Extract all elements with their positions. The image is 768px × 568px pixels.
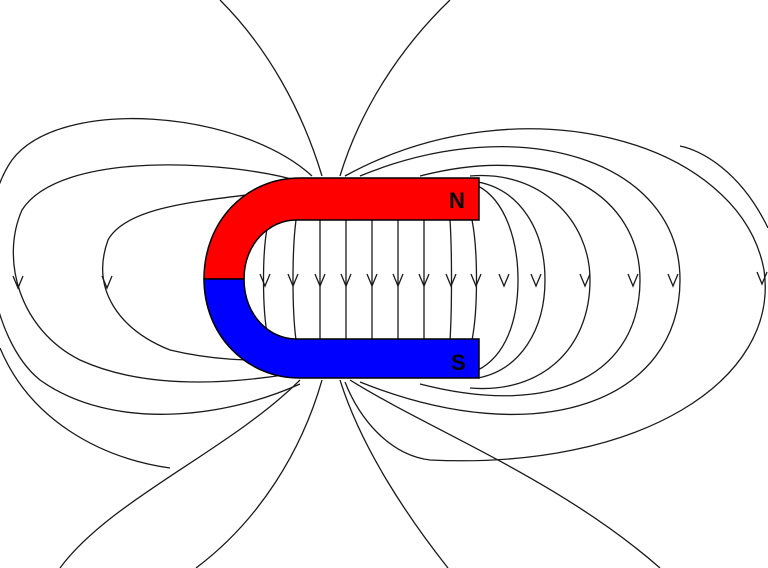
arrow-right-2 [530, 273, 542, 288]
field-line-top-right [339, 0, 451, 177]
arrow-right-5 [667, 273, 679, 288]
arrow-inner-2 [287, 273, 299, 288]
left-field-loops [0, 118, 313, 469]
arrow-inner-9 [470, 273, 482, 288]
left-loop-large [0, 118, 313, 415]
arrow-left-inner [101, 275, 113, 290]
north-label: N [449, 188, 465, 213]
field-line-lower-left-diagonal [59, 379, 301, 568]
field-line-bottom-left [195, 379, 323, 568]
right-loop-6 [344, 128, 766, 462]
south-pole-arm [203, 278, 480, 379]
right-loop-1 [477, 185, 519, 371]
field-arrows [12, 271, 768, 290]
right-edge-arc [679, 145, 768, 229]
field-line-bottom-right [339, 379, 449, 568]
left-edge-arc [0, 347, 171, 469]
right-loop-2 [477, 181, 546, 379]
inner-line-9 [471, 219, 478, 341]
inner-line-2 [292, 219, 297, 341]
north-pole-arm [203, 177, 480, 280]
inner-line-8 [449, 219, 453, 341]
right-loop-3 [469, 174, 591, 390]
field-line-top-left [219, 0, 323, 177]
arrow-inner-6 [392, 273, 404, 288]
arrow-inner-1 [259, 273, 271, 288]
left-loop-small [102, 187, 297, 361]
arrow-right-1 [498, 273, 510, 288]
horseshoe-magnet: N S [203, 177, 480, 379]
right-loop-5 [359, 146, 681, 416]
right-loop-4 [419, 164, 641, 397]
arrow-inner-4 [340, 273, 352, 288]
field-line-lower-right-diagonal [349, 379, 661, 568]
right-field-loops [344, 128, 768, 462]
arrow-left-outer [12, 275, 24, 290]
outer-field-lines [59, 0, 661, 568]
left-loop-medium [12, 164, 303, 383]
arrow-inner-7 [418, 273, 430, 288]
arrow-inner-5 [366, 273, 378, 288]
arrow-inner-3 [314, 273, 326, 288]
arrow-right-4 [627, 273, 639, 288]
inner-field-lines [262, 219, 478, 341]
south-label: S [451, 350, 466, 375]
arrow-right-6 [756, 271, 768, 286]
arrow-inner-8 [445, 273, 457, 288]
arrow-right-3 [579, 273, 591, 288]
